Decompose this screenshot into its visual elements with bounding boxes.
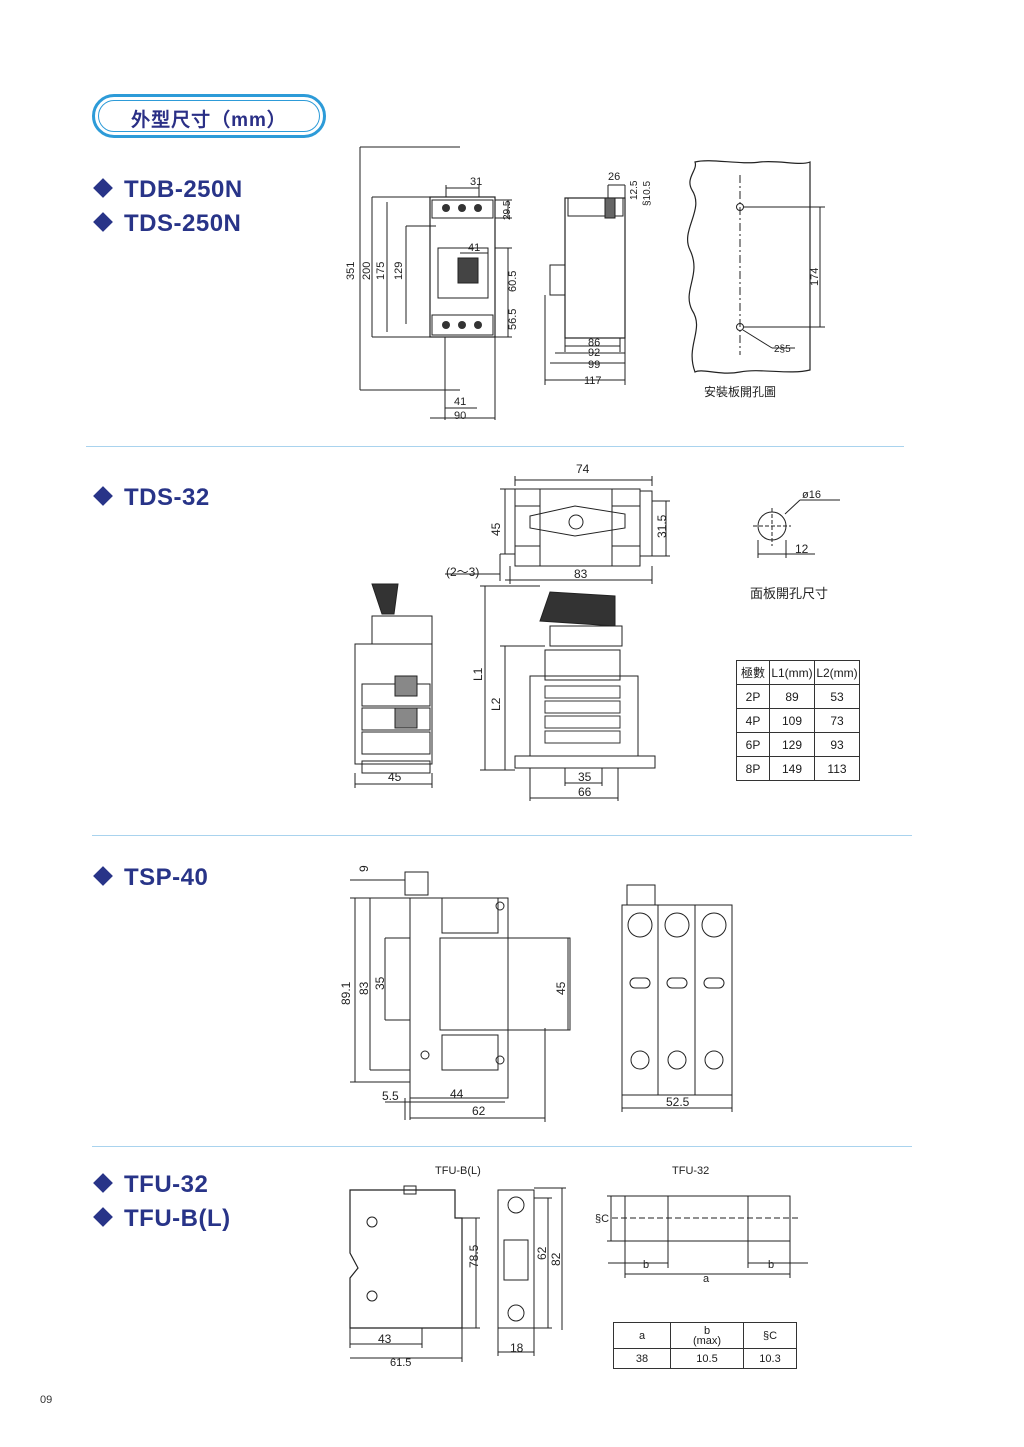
dim-9: 9 [357,865,371,872]
dim-b-right: b [768,1259,774,1271]
dim-12-5: 12.5 [629,180,640,200]
model-heading-tsp40: TSP-40 [93,864,208,892]
tds32-drawing: 74 45 31.5 83 (2～3) ø16 12 面板開孔尺寸 45 L1 … [354,462,840,801]
panel-caption: 安裝板開孔圖 [704,384,776,399]
dim-L1: L1 [471,667,485,681]
dim-29-5: 29.5 [502,200,513,220]
section-title: 外型尺寸（mm） [131,110,287,131]
section-divider [86,446,904,447]
section-title-badge: 外型尺寸（mm） [92,94,326,138]
diamond-bullet-icon [93,1173,113,1193]
model-heading-tdb250n: TDB-250N [93,176,243,204]
dim-b-left: b [643,1259,649,1271]
dim-diameter-16: ø16 [802,489,821,501]
dim-52-5: 52.5 [666,1095,690,1109]
dim-43: 43 [378,1332,392,1346]
section-divider [92,1146,912,1147]
tsp40-drawing: 9 89.1 83 35 45 5.5 44 62 52.5 [339,865,733,1122]
dim-200: 200 [361,262,373,280]
dim-90: 90 [454,410,466,422]
dim-45-side: 45 [388,770,402,784]
table-row: 38 10.5 10.3 [613,1348,797,1369]
dim-74: 74 [576,462,590,476]
dim-62: 62 [535,1246,549,1260]
dim-31-5: 31.5 [655,514,669,538]
model-heading-tds250n: TDS-250N [93,210,241,238]
dim-60-5: 60.5 [507,271,519,292]
model-heading-tds32: TDS-32 [93,484,210,512]
diamond-bullet-icon [93,486,113,506]
dim-41: 41 [468,242,480,254]
dim-2-holes: 2§5 [774,344,791,355]
diamond-bullet-icon [93,212,113,232]
dim-L2: L2 [489,697,503,711]
dim-82: 82 [549,1252,563,1266]
dim-45: 45 [554,981,568,995]
dim-62: 62 [472,1104,486,1118]
cutout-caption: 面板開孔尺寸 [750,586,828,601]
dim-12: 12 [795,542,809,556]
dim-35: 35 [373,976,387,990]
dim-61-5: 61.5 [390,1357,411,1369]
label-tfu-b: TFU-B(L) [435,1165,481,1177]
dim-174: 174 [809,268,821,286]
dim-83: 83 [574,567,588,581]
fuse-dimension-table: a b(max) §C 38 10.5 10.3 [613,1322,797,1369]
dim-35: 35 [578,770,592,784]
label-tfu-32: TFU-32 [672,1165,709,1177]
dim-129: 129 [393,262,405,280]
dim-31: 31 [470,176,482,188]
dim-56-5: 56.5 [507,309,519,330]
page-number: 09 [40,1394,53,1406]
dim-89-1: 89.1 [339,981,353,1005]
dim-92: 92 [588,347,600,359]
dim-26: 26 [608,171,620,183]
dim-5-5: 5.5 [382,1089,399,1103]
dim-351: 351 [345,262,357,280]
dim-10-5: §10.5 [642,181,653,206]
dim-86: 86 [588,337,600,349]
dim-18: 18 [510,1341,524,1355]
dim-range: (2～3) [446,565,479,579]
dim-a: a [703,1273,710,1285]
tdb250n-drawing: 351 200 175 129 31 29.5 41 60.5 56.5 41 … [345,146,825,422]
diamond-bullet-icon [93,1207,113,1227]
dim-83: 83 [357,981,371,995]
section-divider [92,835,912,836]
model-heading-tfub: TFU-B(L) [93,1205,231,1233]
dim-78-5: 78.5 [467,1244,481,1268]
dim-175: 175 [375,262,387,280]
diamond-bullet-icon [93,866,113,886]
dim-41-bottom: 41 [454,396,466,408]
dim-44: 44 [450,1087,464,1101]
dim-c: §C [595,1213,609,1225]
dim-117: 117 [584,375,602,387]
model-heading-tfu32: TFU-32 [93,1171,208,1199]
dim-99: 99 [588,359,600,371]
dim-66: 66 [578,785,592,799]
tfu-drawing: TFU-B(L) TFU-32 78.5 62 82 43 61.5 18 §C… [349,1165,808,1369]
dim-45-top: 45 [489,522,503,536]
diamond-bullet-icon [93,178,113,198]
